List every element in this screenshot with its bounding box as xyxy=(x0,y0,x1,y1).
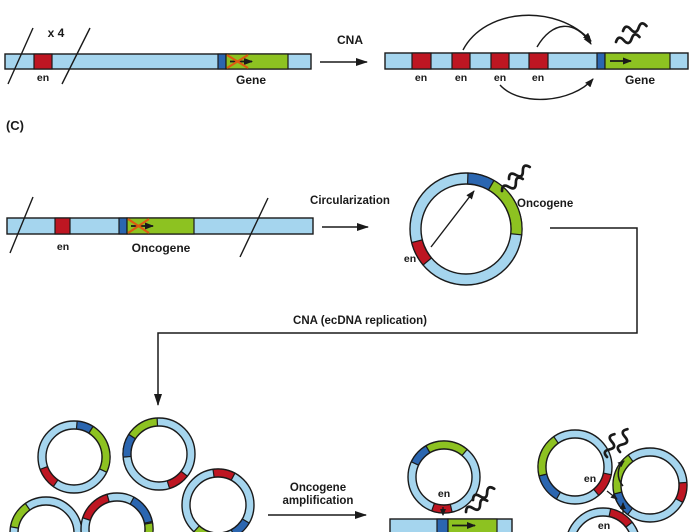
chromosome-bar-integrated xyxy=(389,518,513,532)
ecdna-circles-layer xyxy=(9,172,688,532)
ring-inner xyxy=(189,476,247,532)
panel-label: (C) xyxy=(6,118,24,133)
ring-inner xyxy=(545,437,605,497)
hub-transcription-arrow xyxy=(617,460,625,487)
enhancer-label-5: en xyxy=(532,72,544,84)
ecdna-circle-b xyxy=(122,417,196,491)
enhancer-label-8: en xyxy=(438,488,450,500)
enhancer-segment xyxy=(33,53,53,70)
transcript-squiggle-gene-1 xyxy=(614,33,641,45)
enhancer-label-3: en xyxy=(455,72,467,84)
transcript-squiggle-ecdna-2 xyxy=(507,164,532,181)
ring-inner xyxy=(45,428,103,486)
enhancer-label-6: en xyxy=(57,241,69,253)
enhancer-label-4: en xyxy=(494,72,506,84)
copy-count-label: x 4 xyxy=(48,26,65,40)
chromosome-bar-amplified xyxy=(384,52,689,70)
break-slash xyxy=(239,197,269,258)
break-slash xyxy=(7,27,34,85)
silenced-cross-icon xyxy=(127,218,150,234)
chromosome-bar-normal xyxy=(4,27,312,85)
ring-inner xyxy=(420,183,512,275)
transcript-squiggle-integrated-1 xyxy=(464,497,489,514)
enhancer-hijack-arc-3 xyxy=(499,78,594,101)
chromosome-bar-oncogene xyxy=(6,196,314,258)
enhancer-promoter-arrow xyxy=(430,190,475,248)
gene-segment xyxy=(604,52,671,70)
gene-label-2: Gene xyxy=(625,73,655,87)
ecdna-circle-hub-left xyxy=(537,429,613,505)
ring-inner xyxy=(576,515,630,532)
ecdna-circle-c xyxy=(181,468,255,532)
enhancer-hijack-arc-2 xyxy=(536,25,592,48)
ring-inner xyxy=(88,500,146,532)
oncogene-label-1: Oncogene xyxy=(132,241,191,255)
ecdna-circle-main xyxy=(409,172,523,286)
transcript-squiggle-ecdna-1 xyxy=(500,176,525,193)
hub-interaction-arrow-1 xyxy=(606,490,618,500)
ring-inner xyxy=(130,425,188,483)
ring-inner xyxy=(17,504,75,532)
enhancer-segment xyxy=(528,52,549,70)
enhancer-label-1: en xyxy=(37,72,49,84)
oncogene-amplification-label-line1: Oncogene xyxy=(290,482,346,494)
enhancer-segment xyxy=(411,52,432,70)
ecdna-circle-a xyxy=(37,420,111,494)
transcript-squiggle-hub-2 xyxy=(616,427,629,454)
break-slash xyxy=(9,196,34,254)
transcripts-layer xyxy=(464,22,648,514)
oncogene-label-2: Oncogene xyxy=(517,198,573,210)
enhancer-segment xyxy=(451,52,471,70)
enhancer-segment xyxy=(490,52,510,70)
ring-inner xyxy=(620,455,680,515)
promoter-segment xyxy=(118,217,128,235)
ecdna-circle-e xyxy=(80,492,154,532)
enhancer-label-10: en xyxy=(598,520,610,532)
ecdna-circle-hub-right xyxy=(612,447,688,523)
silenced-cross-icon xyxy=(226,54,249,69)
oncogene-amplification-label-line2: amplification xyxy=(283,495,354,507)
enhancer-label-9: en xyxy=(584,473,596,485)
cna-ecdna-replication-label: CNA (ecDNA replication) xyxy=(293,315,427,327)
ring-inner xyxy=(415,448,473,506)
ecdna-circle-hub-center xyxy=(407,440,481,514)
enhancer-segment xyxy=(54,217,71,235)
ecdna-circle-d xyxy=(9,496,83,532)
chromosome-bars-layer xyxy=(4,27,689,532)
enhancer-label-7: en xyxy=(404,253,416,265)
promoter-segment xyxy=(596,52,606,70)
cna-label: CNA xyxy=(337,33,363,47)
promoter-segment xyxy=(436,518,449,532)
ecdna-replication-connector xyxy=(154,227,638,406)
enhancer-label-2: en xyxy=(415,72,427,84)
transcript-squiggle-hub-1 xyxy=(603,432,616,459)
ecdna-circle-hub-bottom xyxy=(567,507,639,532)
arrows-layer xyxy=(154,14,638,519)
transcript-squiggle-integrated-2 xyxy=(471,485,496,502)
enhancer-hijack-arc-1 xyxy=(462,14,592,51)
transcript-squiggle-gene-2 xyxy=(621,22,648,34)
gene-label-1: Gene xyxy=(236,73,266,87)
promoter-segment xyxy=(217,53,227,70)
circularization-label: Circularization xyxy=(310,195,390,207)
break-slash xyxy=(61,27,91,85)
